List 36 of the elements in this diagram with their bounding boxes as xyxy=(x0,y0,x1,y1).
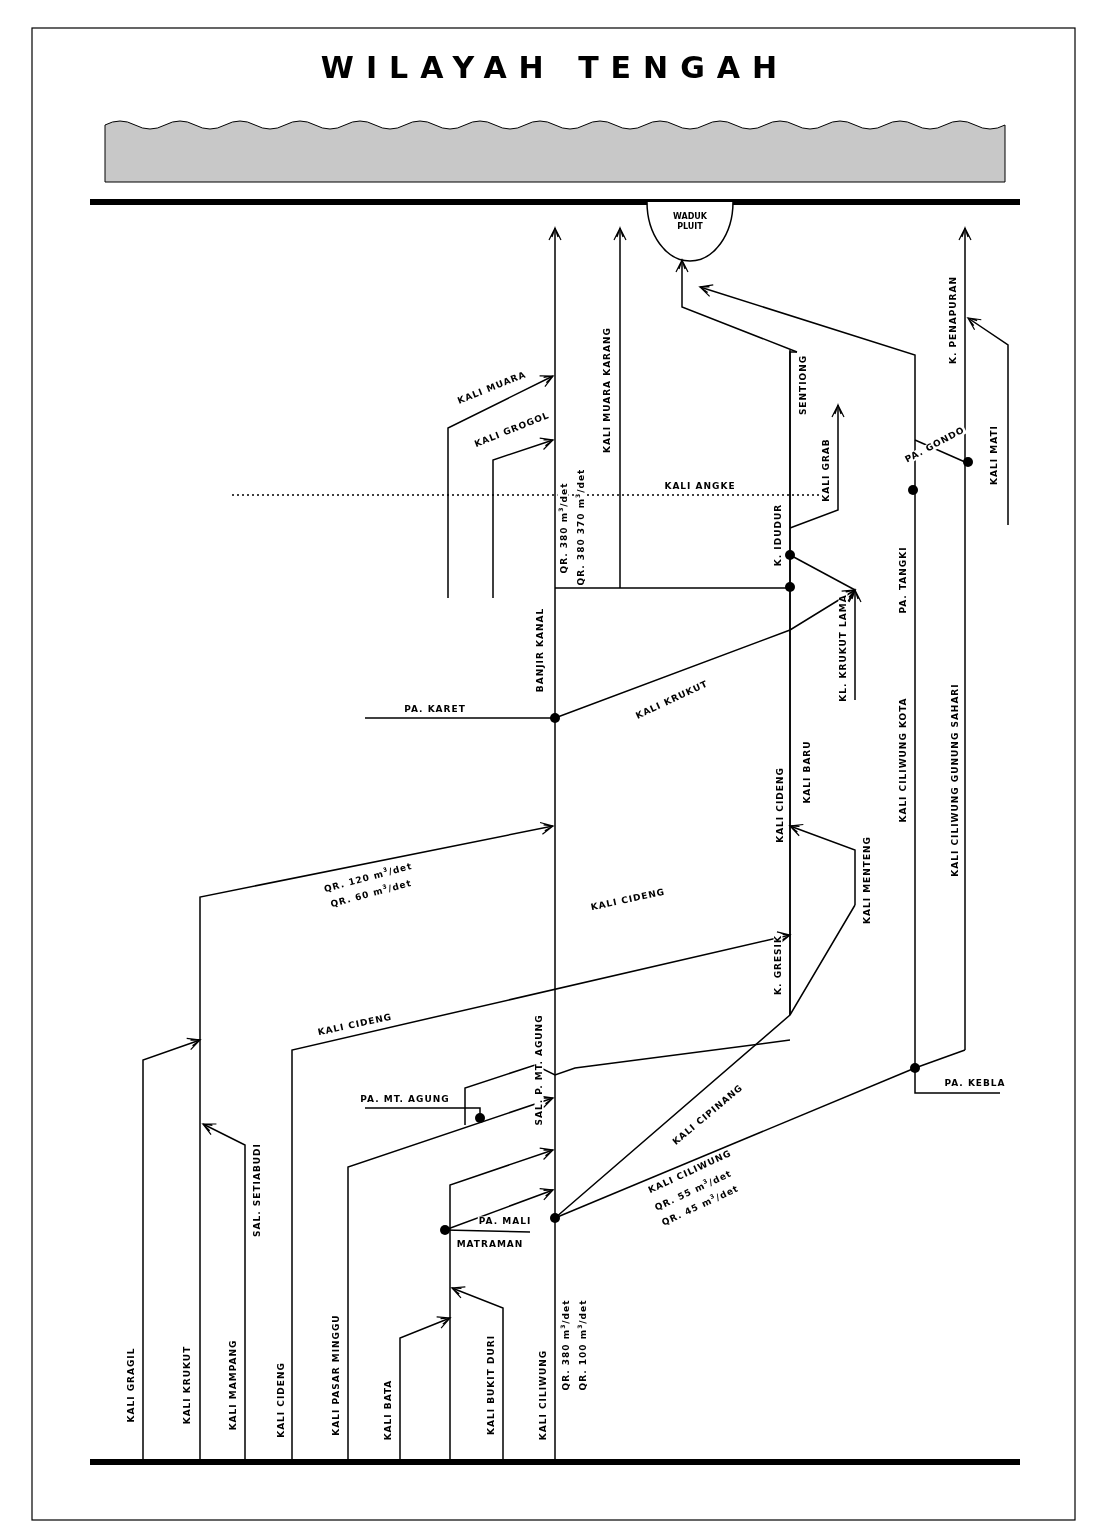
river-name: KALI CIDENG xyxy=(589,887,667,913)
river-name: BANJIR KANAL xyxy=(535,606,545,694)
river-name: KALI MENTENG xyxy=(862,835,872,925)
river-name: K. IDUDUR xyxy=(773,502,783,568)
river-name: KALI CIDENG xyxy=(775,766,785,844)
river-name: KALI MATI xyxy=(989,424,999,486)
gate-name: PA. TANGKI xyxy=(898,545,908,615)
river-name: KALI BUKIT DURI xyxy=(486,1334,496,1436)
river-name: KALI BARU xyxy=(802,739,812,805)
gate-name: MATRAMAN xyxy=(455,1239,525,1249)
river-name: KALI MUARA KARANG xyxy=(602,326,612,454)
river-name: KALI CILIWUNG GUNUNG SAHARI xyxy=(950,682,960,878)
river-name: KALI GRAB xyxy=(821,437,831,503)
diagram-title: WILAYAH TENGAH xyxy=(319,50,791,85)
river-name: KALI KRUKUT xyxy=(182,1344,192,1426)
river-name: KALI BATA xyxy=(383,1378,393,1442)
river-name: K. PENAPURAN xyxy=(948,274,958,366)
river-name: KALI CILIWUNG xyxy=(538,1348,548,1442)
river-name: SAL. SETIABUDI xyxy=(252,1142,262,1238)
river-name: K. GRESIK xyxy=(773,934,783,996)
gate-name: PA. MALI xyxy=(477,1216,533,1226)
gate-name: PA. MT. AGUNG xyxy=(359,1094,451,1104)
river-name: SENTIONG xyxy=(798,353,808,417)
river-name: KALI PASAR MINGGU xyxy=(331,1313,341,1437)
reservoir-label: WADUK PLUIT xyxy=(672,212,708,232)
river-name: KALI ANGKE xyxy=(663,481,737,491)
gate-name: PA. KARET xyxy=(403,704,467,714)
river-name: KL. KRUKUT LAMA xyxy=(838,593,848,703)
gate-name: PA. KEBLA xyxy=(943,1078,1007,1088)
reservoir-outline xyxy=(646,202,734,262)
river-name: KALI CILIWUNG KOTA xyxy=(898,696,908,824)
river-name: KALI GRAGIL xyxy=(126,1346,136,1424)
gate-name: SAL. P. MT. AGUNG xyxy=(534,1013,544,1127)
river-name: KALI CIDENG xyxy=(316,1012,394,1038)
river-name: KALI CIDENG xyxy=(276,1361,286,1439)
river-name: KALI MAMPANG xyxy=(228,1338,238,1432)
